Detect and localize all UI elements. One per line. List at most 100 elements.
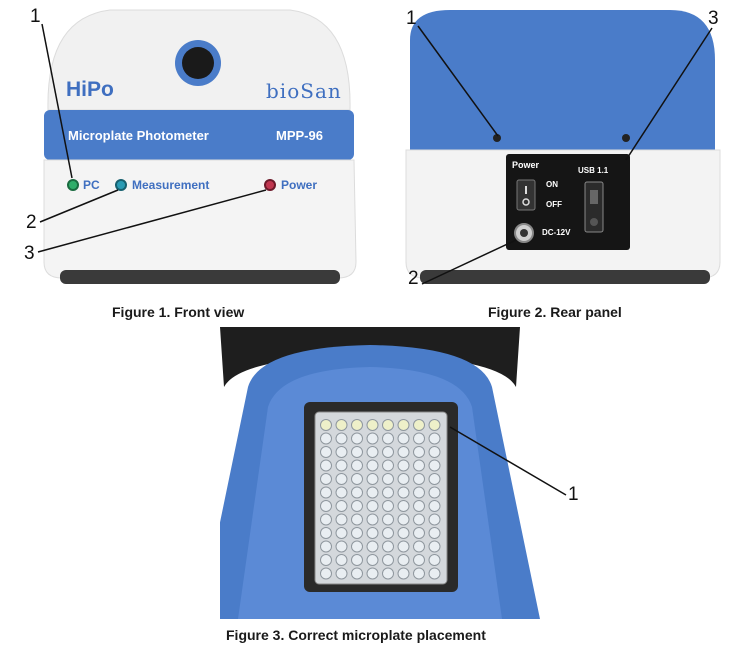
well bbox=[335, 473, 348, 485]
well bbox=[413, 540, 425, 553]
well bbox=[413, 459, 425, 472]
well bbox=[413, 513, 425, 526]
well bbox=[366, 554, 379, 566]
well bbox=[320, 446, 332, 458]
well bbox=[397, 527, 410, 539]
well bbox=[413, 486, 425, 499]
well bbox=[335, 459, 348, 472]
band-title: Microplate Photometer bbox=[68, 128, 209, 143]
well bbox=[413, 554, 425, 566]
indicator-measurement-label: Measurement bbox=[132, 178, 210, 192]
well bbox=[366, 567, 379, 580]
well bbox=[366, 459, 379, 472]
well bbox=[413, 432, 425, 445]
well bbox=[428, 527, 441, 539]
well bbox=[428, 432, 441, 445]
figure1-caption: Figure 1. Front view bbox=[112, 304, 245, 320]
well bbox=[320, 432, 332, 445]
well bbox=[382, 473, 394, 485]
well bbox=[428, 473, 441, 485]
front-view-illustration bbox=[37, 9, 357, 284]
power-label: Power bbox=[512, 160, 540, 170]
well bbox=[335, 554, 348, 566]
biosan-logo: bioSan bbox=[266, 79, 342, 103]
well bbox=[382, 459, 394, 472]
indicator-power-label: Power bbox=[281, 178, 318, 192]
well bbox=[320, 500, 332, 512]
microplate-wells bbox=[320, 419, 441, 580]
well bbox=[382, 500, 394, 512]
well bbox=[366, 540, 379, 553]
rear-callout-3: 3 bbox=[708, 8, 719, 29]
well bbox=[320, 419, 332, 431]
well bbox=[382, 567, 394, 580]
well bbox=[382, 419, 394, 431]
well bbox=[320, 567, 332, 580]
well bbox=[382, 486, 394, 499]
well bbox=[320, 540, 332, 553]
well bbox=[335, 567, 348, 580]
well bbox=[351, 540, 363, 553]
well bbox=[320, 513, 332, 526]
well bbox=[428, 446, 441, 458]
well bbox=[351, 486, 363, 499]
well bbox=[351, 446, 363, 458]
well bbox=[397, 486, 410, 499]
dc-label: DC-12V bbox=[542, 228, 571, 237]
well bbox=[335, 527, 348, 539]
well bbox=[413, 500, 425, 512]
well bbox=[366, 446, 379, 458]
well bbox=[397, 473, 410, 485]
band-model: MPP-96 bbox=[276, 128, 323, 143]
figure-front-view: HiPo bioSan Microplate Photometer MPP-96… bbox=[0, 0, 360, 300]
well bbox=[366, 527, 379, 539]
well bbox=[428, 486, 441, 499]
well bbox=[428, 500, 441, 512]
well bbox=[382, 554, 394, 566]
well bbox=[335, 513, 348, 526]
figure-rear-panel: Power ON OFF USB 1.1 DC-12V 1 2 3 bbox=[370, 0, 733, 300]
well bbox=[320, 527, 332, 539]
well bbox=[351, 432, 363, 445]
well bbox=[413, 567, 425, 580]
indicator-pc-label: PC bbox=[83, 178, 100, 192]
well bbox=[397, 419, 410, 431]
well bbox=[320, 486, 332, 499]
off-label: OFF bbox=[546, 200, 562, 209]
well bbox=[397, 554, 410, 566]
well bbox=[335, 486, 348, 499]
well bbox=[397, 432, 410, 445]
well bbox=[382, 446, 394, 458]
well bbox=[366, 500, 379, 512]
well bbox=[366, 432, 379, 445]
well bbox=[351, 419, 363, 431]
well bbox=[428, 513, 441, 526]
well bbox=[413, 527, 425, 539]
figure2-caption: Figure 2. Rear panel bbox=[488, 304, 622, 320]
well bbox=[428, 419, 441, 431]
well bbox=[428, 567, 441, 580]
rear-callout-1: 1 bbox=[406, 8, 417, 29]
well bbox=[366, 419, 379, 431]
well bbox=[397, 459, 410, 472]
well bbox=[335, 540, 348, 553]
well bbox=[335, 432, 348, 445]
well bbox=[366, 486, 379, 499]
well bbox=[413, 446, 425, 458]
well bbox=[320, 473, 332, 485]
figure3-caption: Figure 3. Correct microplate placement bbox=[226, 627, 486, 643]
hipo-logo: HiPo bbox=[66, 78, 114, 101]
well bbox=[351, 513, 363, 526]
well bbox=[397, 513, 410, 526]
well bbox=[428, 554, 441, 566]
well bbox=[366, 473, 379, 485]
callout-2: 2 bbox=[26, 212, 37, 233]
rear-panel-illustration bbox=[405, 10, 721, 285]
well bbox=[351, 527, 363, 539]
well bbox=[382, 540, 394, 553]
well bbox=[382, 513, 394, 526]
well bbox=[397, 500, 410, 512]
well bbox=[335, 500, 348, 512]
well bbox=[351, 554, 363, 566]
well bbox=[413, 473, 425, 485]
